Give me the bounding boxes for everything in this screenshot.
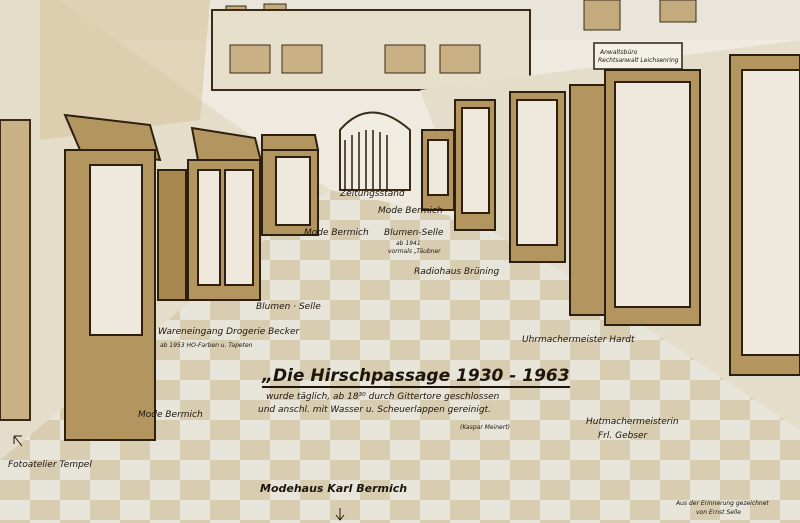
credit-line1: Aus der Erinnerung gezeichnet [676,500,769,507]
label-drogerie-note: ab 1953 HO-Farben u. Tapeten [160,342,253,349]
iron-gate [344,130,388,190]
label-fotoatelier: Fotoatelier Tempel [8,460,92,470]
label-hutmacher-name: Frl. Gebser [598,431,648,441]
arrow-up-left [13,435,23,447]
label-mode-bermich-back: Mode Bermich [378,206,443,216]
label-mode-bermich-mid: Mode Bermich [304,228,369,238]
arrow-down [335,508,345,521]
label-hutmacher: Hutmachermeisterin [586,417,679,427]
caption-source: (Kaspar Meinert) [460,424,510,431]
caption-line2: und anschl. mit Wasser u. Scheuerlappen … [258,405,491,415]
label-uhrmacher: Uhrmachermeister Hardt [522,335,635,345]
showcase-left-1 [63,113,162,441]
checkered-floor [0,190,800,523]
label-mode-bermich-front: Mode Bermich [138,410,203,420]
label-blumen-selle-left: Blumen · Selle [256,302,321,312]
label-blumen-selle-note2: vormals „Täubner [388,248,441,255]
caption-title: „Die Hirschpassage 1930 - 1963 [262,366,570,388]
showcase-left-2 [187,126,264,301]
law-office-sign [593,42,683,70]
credit-line2: von Ernst Selle [696,509,741,516]
label-blumen-selle-right: Blumen-Selle [384,228,444,238]
sign-anwalt-line1: Anwaltsbüro [600,49,638,56]
label-zeitungsstand: Zeitungsstand [340,189,405,199]
showcase-right-front [569,54,800,376]
caption-line1: wurde täglich, ab 18³⁰ durch Gittertore … [266,392,500,402]
showcase-right-back [421,91,566,263]
label-radiohaus: Radiohaus Brüning [414,267,500,277]
label-modehaus: Modehaus Karl Bermich [260,482,408,495]
showcase-left-3 [261,134,320,236]
label-drogerie: Wareneingang Drogerie Becker [158,327,300,337]
label-blumen-selle-note1: ab 1941 [396,240,421,247]
sign-anwalt-line2: Rechtsanwalt Leichsenring [598,57,679,64]
